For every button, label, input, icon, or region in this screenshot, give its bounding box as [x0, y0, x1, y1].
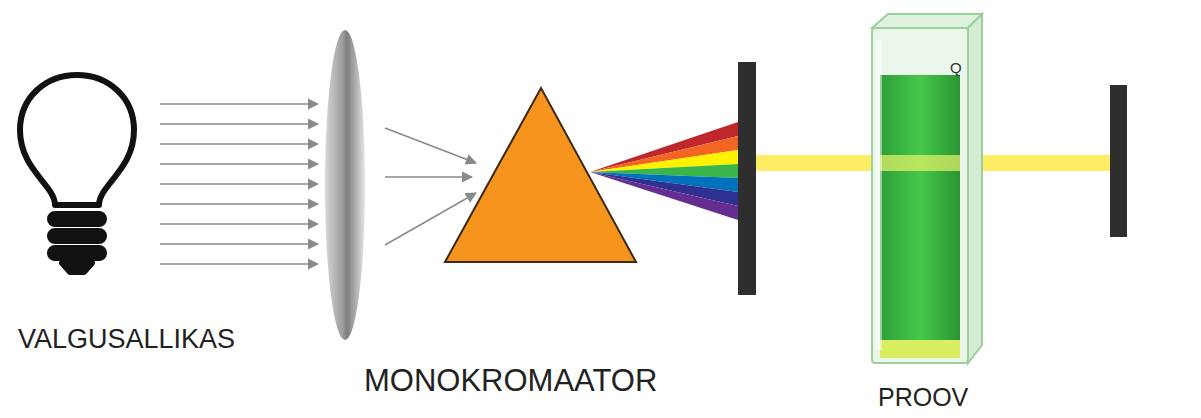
part-label: VALGUSALLIKAS — [18, 325, 235, 355]
ray — [160, 103, 318, 105]
light-rays — [160, 104, 318, 264]
spectrum-band — [590, 172, 738, 220]
ray — [160, 123, 318, 125]
spectrum-band — [590, 122, 738, 172]
ray — [160, 163, 318, 165]
ray — [160, 203, 318, 205]
ray — [160, 183, 318, 185]
detector — [1110, 85, 1127, 237]
part-label: PROOV — [878, 384, 968, 412]
ray — [160, 243, 318, 245]
mark-label: Q — [950, 60, 962, 77]
cuvette — [872, 14, 982, 363]
part-label: MONOKROMAATOR — [364, 364, 657, 398]
spectrum — [590, 122, 738, 220]
converging-rays — [385, 128, 476, 245]
ray — [160, 223, 318, 225]
slit — [738, 62, 756, 295]
lens — [325, 30, 365, 340]
light-beam — [756, 155, 1112, 171]
ray — [160, 143, 318, 145]
ray — [160, 263, 318, 265]
light-bulb — [20, 75, 134, 272]
